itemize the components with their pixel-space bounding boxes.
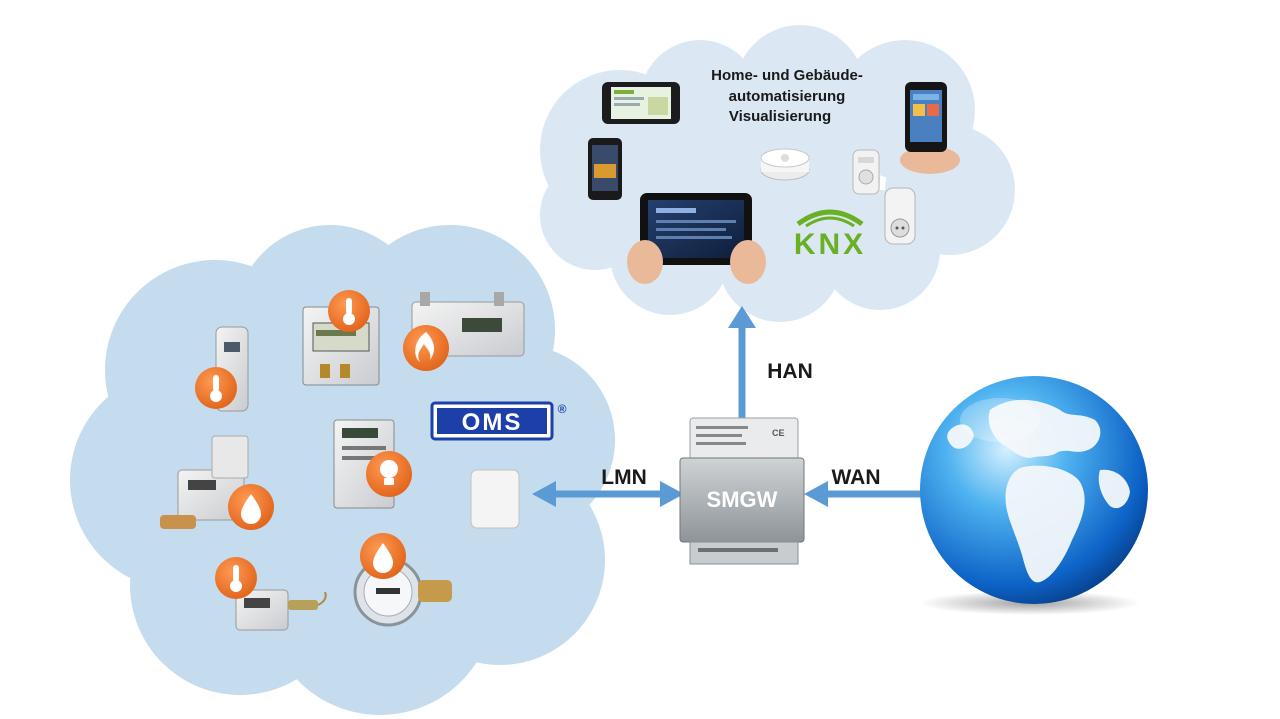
drop-badge-1 — [228, 484, 274, 530]
thermometer-badge-1 — [195, 367, 237, 409]
radio-sensor-icon — [471, 470, 519, 528]
oms-logo-text: OMS — [462, 409, 523, 436]
flame-badge — [403, 325, 449, 371]
oms-registered-mark: ® — [558, 402, 567, 416]
bulb-badge — [366, 451, 412, 497]
gateway-label: SMGW — [707, 487, 778, 512]
knx-logo-text: KNX — [794, 228, 866, 261]
smart-meter-gateway: CE SMGW — [680, 418, 804, 564]
oms-logo: OMS ® — [432, 402, 567, 439]
wan-label: WAN — [832, 466, 881, 489]
bulb-icon — [380, 460, 398, 478]
thermometer-icon — [346, 298, 352, 315]
lmn-label: LMN — [601, 466, 647, 489]
landscape-phone-icon — [602, 82, 680, 124]
globe-icon — [920, 376, 1148, 615]
thermometer-badge-3 — [215, 557, 257, 599]
ce-mark: CE — [772, 428, 785, 438]
thermometer-icon — [213, 375, 219, 392]
automation-title-line-2: automatisierung — [729, 88, 846, 105]
thermometer-badge-2 — [328, 290, 370, 332]
knx-logo: KNX — [794, 212, 866, 261]
han-label: HAN — [767, 360, 813, 383]
smoke-detector-icon — [761, 149, 809, 180]
automation-title-line-3: Visualisierung — [729, 108, 831, 125]
smartphone-icon — [588, 138, 622, 200]
automation-title-line-1: Home- und Gebäude- — [711, 67, 863, 84]
thermostat-icon — [853, 150, 879, 194]
thermometer-icon — [233, 565, 239, 582]
smart-plug-icon — [885, 188, 915, 244]
drop-badge-2 — [360, 533, 406, 579]
